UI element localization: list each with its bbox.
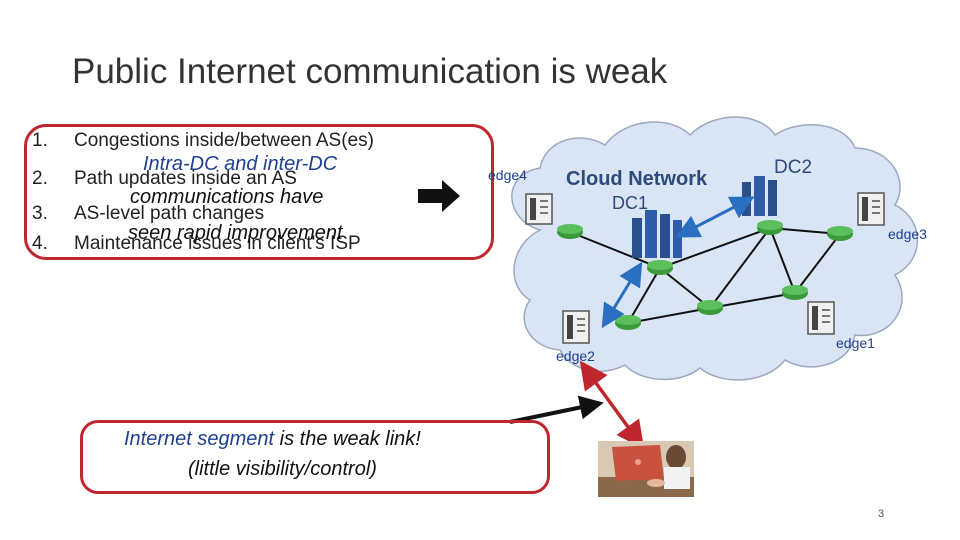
- datacenter-dc1-icon: [632, 210, 682, 258]
- server-edge3-icon: [857, 192, 885, 226]
- dc2-label: DC2: [774, 157, 813, 178]
- datacenter-dc2-icon: [742, 176, 777, 216]
- edge2-client-arrow: [579, 360, 645, 450]
- server-edge4-icon: [525, 193, 553, 225]
- overlay-line-3: seen rapid improvement: [128, 222, 343, 244]
- callout-line-2: (little visibility/control): [188, 458, 377, 480]
- router-icon: [757, 220, 783, 235]
- overlay-line-2: communications have: [130, 186, 324, 208]
- callout-rest: is the weak link!: [274, 428, 421, 450]
- highlight-box: [24, 124, 494, 260]
- list-item-congestions: Congestions inside/between AS(es): [74, 130, 374, 151]
- dc1-dc2-arrow: [675, 196, 755, 238]
- edge2-label: edge2: [556, 348, 595, 364]
- edge3-label: edge3: [888, 226, 927, 242]
- router-icon: [557, 224, 583, 239]
- overlay-line-1: Intra-DC and inter-DC: [143, 153, 338, 175]
- router-icon: [782, 285, 808, 300]
- router-icon: [615, 315, 641, 330]
- edge4-label: edge4: [488, 167, 527, 183]
- router-icon: [697, 300, 723, 315]
- router-icon: [827, 226, 853, 241]
- callout-box: [80, 420, 550, 494]
- router-icon: [647, 260, 673, 275]
- laptop-user-image: [598, 441, 694, 497]
- server-edge2-icon: [562, 310, 590, 344]
- cloud-network-label: Cloud Network: [566, 168, 708, 190]
- list-item-as-level: AS-level path changes: [74, 203, 265, 224]
- callout-line-1: Internet segment is the weak link!: [124, 428, 421, 451]
- page-number: 3: [878, 508, 885, 520]
- callout-highlight: Internet segment: [124, 428, 275, 450]
- list-number: 3.: [32, 203, 48, 224]
- dc1-edge2-arrow: [601, 261, 643, 329]
- list-item-path-updates: Path updates inside an AS: [74, 168, 297, 189]
- list-number: 2.: [32, 168, 48, 189]
- list-item-maintenance: Maintenance issues in client's ISP: [74, 233, 361, 254]
- server-edge1-icon: [807, 301, 835, 335]
- callout-pointer-arrow: [509, 395, 604, 424]
- edge1-label: edge1: [836, 335, 875, 351]
- dc1-label: DC1: [612, 193, 649, 213]
- right-arrow-icon: [418, 180, 460, 212]
- page-title: Public Internet communication is weak: [72, 52, 668, 91]
